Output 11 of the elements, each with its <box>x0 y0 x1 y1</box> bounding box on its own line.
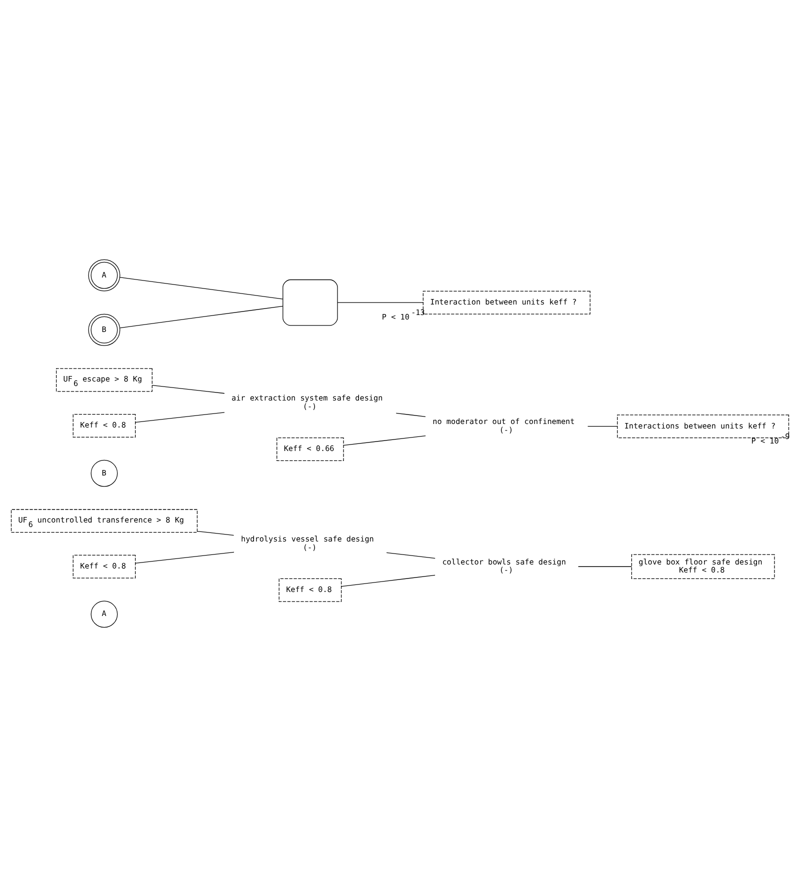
connector <box>152 384 225 394</box>
node-gate <box>282 278 338 326</box>
connector <box>120 305 284 328</box>
connector <box>135 551 234 564</box>
connector <box>386 552 436 558</box>
connector <box>341 574 436 586</box>
connector <box>120 276 284 299</box>
connector <box>396 412 426 416</box>
connector <box>197 530 234 536</box>
connector <box>135 412 225 422</box>
connector <box>343 434 426 446</box>
